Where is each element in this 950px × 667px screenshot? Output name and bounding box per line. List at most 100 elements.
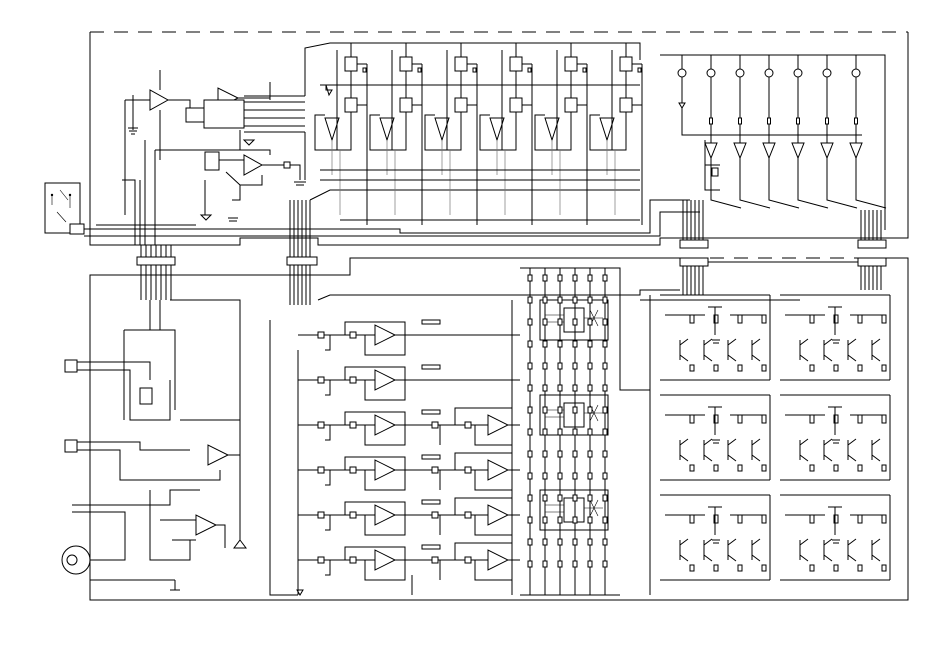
op-amp-icon bbox=[792, 143, 804, 158]
capacitor-icon bbox=[834, 565, 838, 571]
ground-icon bbox=[712, 340, 720, 343]
capacitor-icon bbox=[432, 467, 438, 473]
capacitor-icon bbox=[528, 429, 532, 435]
op-amp-icon bbox=[196, 445, 228, 535]
capacitor-icon bbox=[573, 407, 577, 413]
resistor-icon bbox=[797, 118, 800, 124]
capacitor-icon bbox=[603, 297, 607, 303]
capacitor-icon bbox=[603, 363, 607, 369]
capacitor-icon bbox=[714, 465, 718, 471]
capacitor-icon bbox=[834, 465, 838, 471]
capacitor-icon bbox=[558, 473, 562, 479]
capacitor-icon bbox=[318, 377, 324, 383]
resistor-icon bbox=[350, 422, 356, 428]
connector-3 bbox=[680, 200, 708, 295]
op-amp-icon bbox=[488, 550, 508, 570]
driver-block bbox=[780, 495, 890, 580]
transistor-icon bbox=[872, 339, 880, 361]
resistor-icon bbox=[465, 512, 471, 518]
capacitor-icon bbox=[573, 429, 577, 435]
transistor-icon bbox=[345, 57, 357, 71]
resistor-icon bbox=[422, 455, 440, 459]
capacitor-icon bbox=[603, 451, 607, 457]
resistor-icon bbox=[810, 315, 814, 323]
resistor-icon bbox=[350, 512, 356, 518]
resistor-icon bbox=[738, 515, 742, 523]
transistor-icon bbox=[345, 98, 357, 112]
capacitor-icon bbox=[588, 297, 592, 303]
resistor-icon bbox=[418, 68, 421, 72]
resistor-icon bbox=[528, 68, 531, 72]
capacitor-icon bbox=[738, 565, 742, 571]
lamp-column bbox=[763, 55, 799, 208]
capacitor-icon bbox=[558, 517, 562, 523]
capacitor-icon bbox=[543, 473, 547, 479]
capacitor-icon bbox=[573, 539, 577, 545]
transistor-icon bbox=[848, 439, 856, 461]
transistor-icon bbox=[704, 439, 712, 461]
array-column bbox=[370, 43, 422, 225]
capacitor-icon bbox=[690, 465, 694, 471]
capacitor-icon bbox=[588, 517, 592, 523]
capacitor-icon bbox=[543, 407, 547, 413]
capacitor-icon bbox=[858, 565, 862, 571]
capacitor-icon bbox=[558, 385, 562, 391]
capacitor-icon bbox=[882, 365, 886, 371]
resistor-icon bbox=[465, 467, 471, 473]
resistor-icon bbox=[768, 118, 771, 124]
lamp-column bbox=[821, 55, 857, 208]
resistor-icon bbox=[350, 467, 356, 473]
capacitor-icon bbox=[558, 341, 562, 347]
resistor-icon bbox=[762, 315, 766, 323]
capacitor-icon bbox=[690, 365, 694, 371]
capacitor-icon bbox=[588, 363, 592, 369]
capacitor-icon bbox=[603, 429, 607, 435]
op-amp-icon bbox=[375, 370, 395, 390]
capacitor-icon bbox=[573, 473, 577, 479]
resistor-icon bbox=[739, 118, 742, 124]
capacitor-icon bbox=[810, 465, 814, 471]
transistor-icon bbox=[565, 57, 577, 71]
transistor-icon bbox=[800, 339, 808, 361]
capacitor-icon bbox=[573, 451, 577, 457]
resistor-icon bbox=[762, 515, 766, 523]
filter-row bbox=[298, 408, 520, 445]
resistor-icon bbox=[363, 68, 366, 72]
capacitor-icon bbox=[528, 319, 532, 325]
capacitor-icon bbox=[558, 407, 562, 413]
transistor-icon bbox=[824, 439, 832, 461]
capacitor-icon bbox=[318, 557, 324, 563]
capacitor-icon bbox=[528, 517, 532, 523]
resistor-icon bbox=[350, 557, 356, 563]
capacitor-icon bbox=[573, 385, 577, 391]
capacitor-icon bbox=[588, 429, 592, 435]
lamp-icon bbox=[678, 69, 686, 77]
transistor-icon bbox=[680, 339, 688, 361]
capacitor-icon bbox=[558, 297, 562, 303]
transistor-icon bbox=[455, 57, 467, 71]
driver-block bbox=[660, 495, 770, 580]
transistor-icon bbox=[510, 98, 522, 112]
capacitor-icon bbox=[528, 385, 532, 391]
ground-icon bbox=[712, 540, 720, 543]
lamp-column bbox=[792, 55, 828, 208]
capacitor-icon bbox=[558, 275, 562, 281]
transistor-icon bbox=[510, 57, 522, 71]
capacitor-icon bbox=[543, 429, 547, 435]
capacitor-icon bbox=[714, 565, 718, 571]
capacitor-icon bbox=[603, 319, 607, 325]
resistor-icon bbox=[350, 377, 356, 383]
capacitor-icon bbox=[762, 365, 766, 371]
filter-bank bbox=[298, 320, 520, 580]
array-column bbox=[425, 43, 477, 225]
capacitor-icon bbox=[573, 561, 577, 567]
capacitor-icon bbox=[558, 495, 562, 501]
capacitor-icon bbox=[543, 319, 547, 325]
lamp-column bbox=[850, 55, 886, 208]
capacitor-icon bbox=[432, 512, 438, 518]
resistor-icon bbox=[762, 415, 766, 423]
capacitor-icon bbox=[558, 561, 562, 567]
resistor-icon bbox=[855, 118, 858, 124]
capacitor-icon bbox=[588, 319, 592, 325]
